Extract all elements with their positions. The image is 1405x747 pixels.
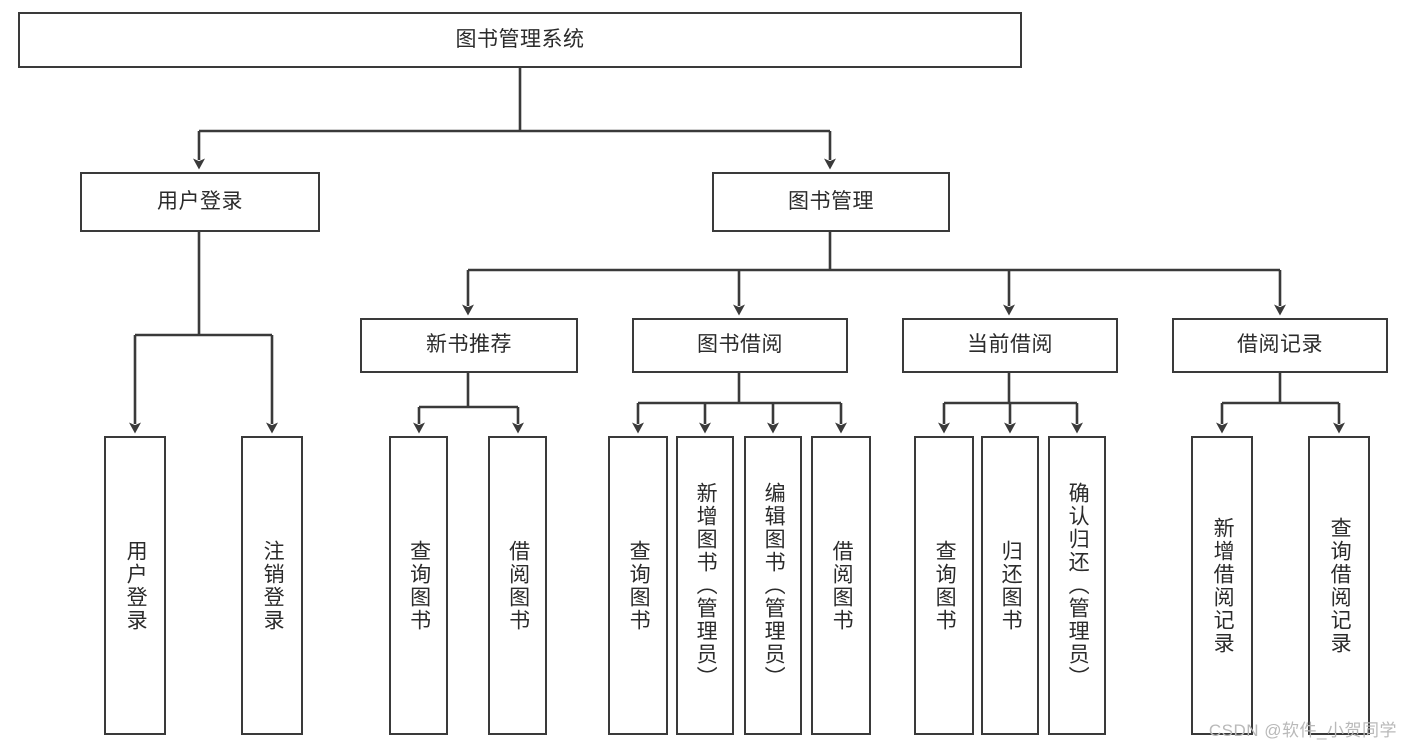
leaf-borrow-book-new-recommend[interactable]: 借阅图书 [488,436,547,735]
node-current-borrow[interactable]: 当前借阅 [902,318,1118,373]
node-label: 查询借阅记录 [1328,516,1352,655]
node-label: 借阅图书 [830,539,854,632]
watermark-text: CSDN @软件_小贺同学 [1208,721,1397,740]
node-label: 借阅图书 [506,539,530,632]
node-label: 用户登录 [124,539,148,632]
node-book-borrow[interactable]: 图书借阅 [632,318,848,373]
node-label: 新增借阅记录 [1211,516,1235,655]
node-label: 新书推荐 [426,333,512,357]
node-book-management[interactable]: 图书管理 [712,172,950,232]
node-label: 查询图书 [933,539,957,632]
node-label: 当前借阅 [967,333,1053,357]
leaf-add-book-admin[interactable]: 新增图书（管理员） [676,436,734,735]
leaf-add-borrow-record[interactable]: 新增借阅记录 [1191,436,1253,735]
node-label: 确认归还（管理员） [1066,482,1090,689]
node-label: 图书管理系统 [455,27,585,51]
leaf-query-book-current[interactable]: 查询图书 [914,436,974,735]
node-label: 用户登录 [157,189,243,213]
leaf-confirm-return-admin[interactable]: 确认归还（管理员） [1048,436,1106,735]
node-new-book-recommend[interactable]: 新书推荐 [360,318,578,373]
node-label: 图书借阅 [697,333,783,357]
node-label: 归还图书 [999,539,1023,632]
node-user-login[interactable]: 用户登录 [80,172,320,232]
leaf-user-logout[interactable]: 注销登录 [241,436,303,735]
node-label: 查询图书 [407,539,431,632]
node-borrow-record[interactable]: 借阅记录 [1172,318,1388,373]
leaf-return-book[interactable]: 归还图书 [981,436,1039,735]
leaf-query-book-new-recommend[interactable]: 查询图书 [389,436,448,735]
leaf-edit-book-admin[interactable]: 编辑图书（管理员） [744,436,802,735]
node-label: 编辑图书（管理员） [762,482,786,689]
leaf-borrow-book-borrow[interactable]: 借阅图书 [811,436,871,735]
node-label: 新增图书（管理员） [694,482,718,689]
node-label: 图书管理 [788,189,874,213]
leaf-user-login[interactable]: 用户登录 [104,436,166,735]
leaf-query-book-borrow[interactable]: 查询图书 [608,436,668,735]
node-label: 借阅记录 [1237,333,1323,357]
leaf-query-borrow-record[interactable]: 查询借阅记录 [1308,436,1370,735]
node-root-library-management-system[interactable]: 图书管理系统 [18,12,1022,68]
node-label: 查询图书 [627,539,651,632]
node-label: 注销登录 [261,539,285,632]
